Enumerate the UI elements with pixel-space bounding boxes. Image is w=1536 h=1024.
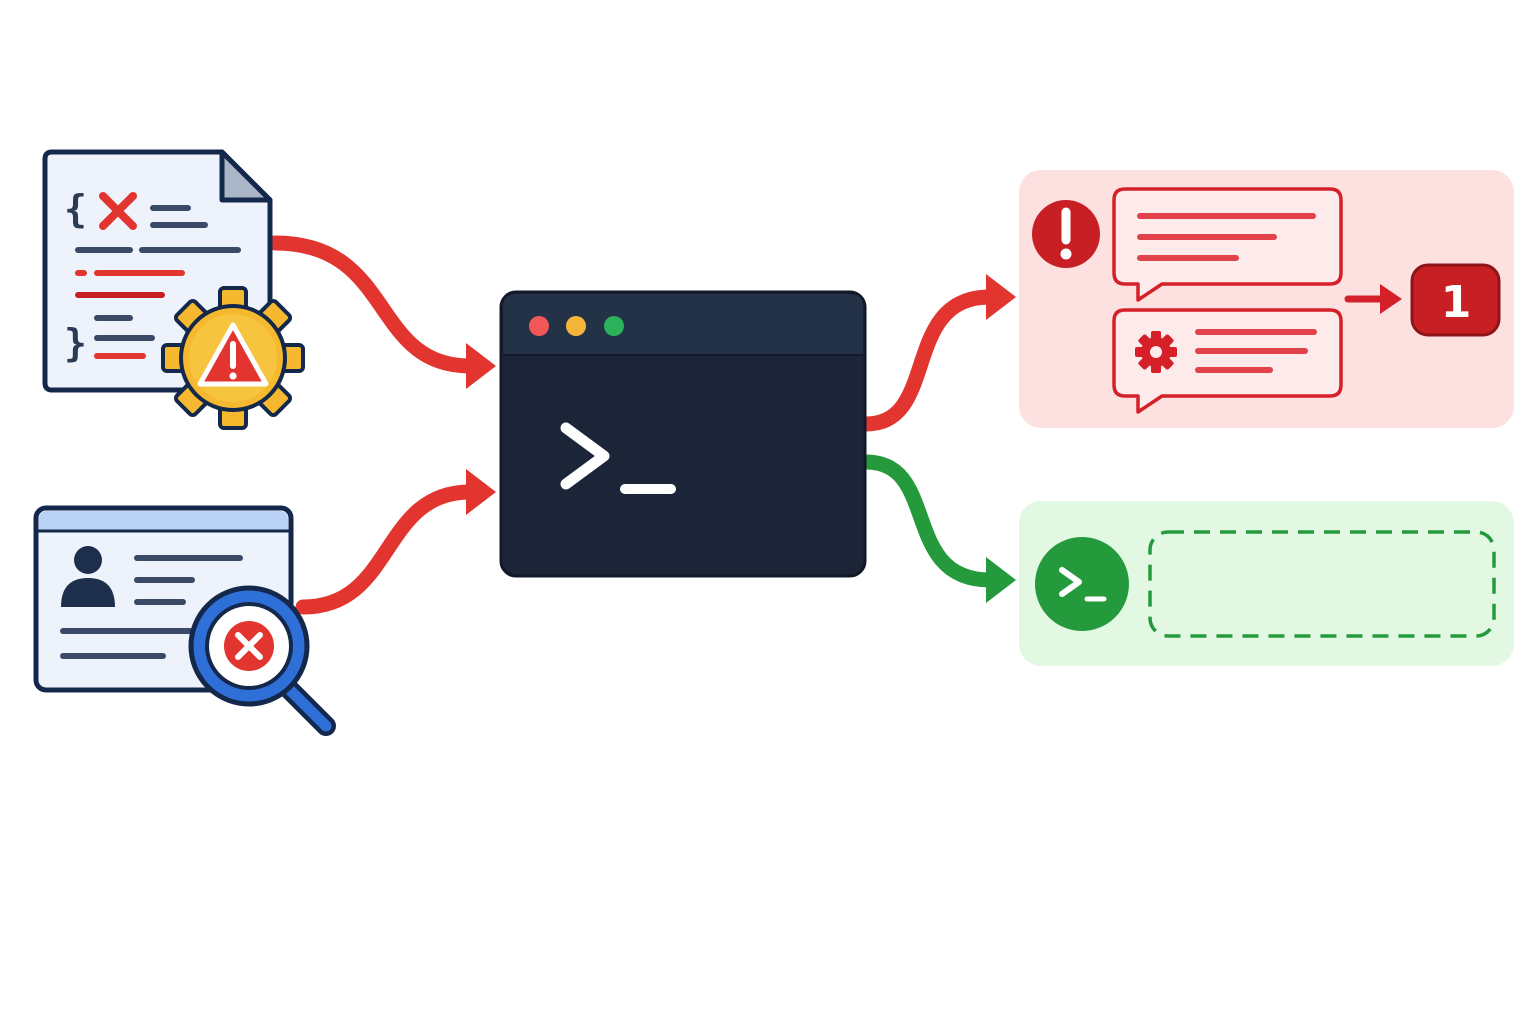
document-icon: { } [42, 149, 273, 393]
maximize-dot[interactable] [604, 316, 624, 336]
empty-output-box [1148, 530, 1496, 638]
error-output-panel: 1 [1019, 170, 1514, 428]
profile-not-found [33, 505, 336, 736]
exit-code-arrow [1344, 284, 1402, 314]
input-arrow-profile [295, 469, 496, 615]
exclamation-icon [1032, 200, 1100, 268]
invalid-config-file: { } [42, 149, 305, 430]
message-bubble-icon [1112, 187, 1343, 302]
svg-text:}: } [64, 321, 87, 365]
terminal-prompt: >_ [560, 422, 676, 494]
terminal-window: >_ [499, 290, 867, 578]
svg-text:{: { [64, 187, 87, 231]
exit-code-badge: 1 [1410, 263, 1501, 337]
gear-icon [1135, 331, 1177, 373]
exit-code-value: 1 [1441, 277, 1472, 328]
output-arrow-success [858, 454, 1016, 603]
error-x-icon [99, 192, 137, 230]
close-dot[interactable] [529, 316, 549, 336]
log-bubble-with-gear [1112, 308, 1343, 414]
warning-gear-icon [161, 286, 305, 430]
success-output-panel: >_ [1019, 501, 1514, 666]
output-arrow-error [858, 274, 1016, 432]
input-arrow-config [267, 235, 496, 389]
terminal-prompt-icon: >_ [1035, 537, 1129, 631]
magnifier-error-icon [188, 585, 336, 736]
minimize-dot[interactable] [566, 316, 586, 336]
